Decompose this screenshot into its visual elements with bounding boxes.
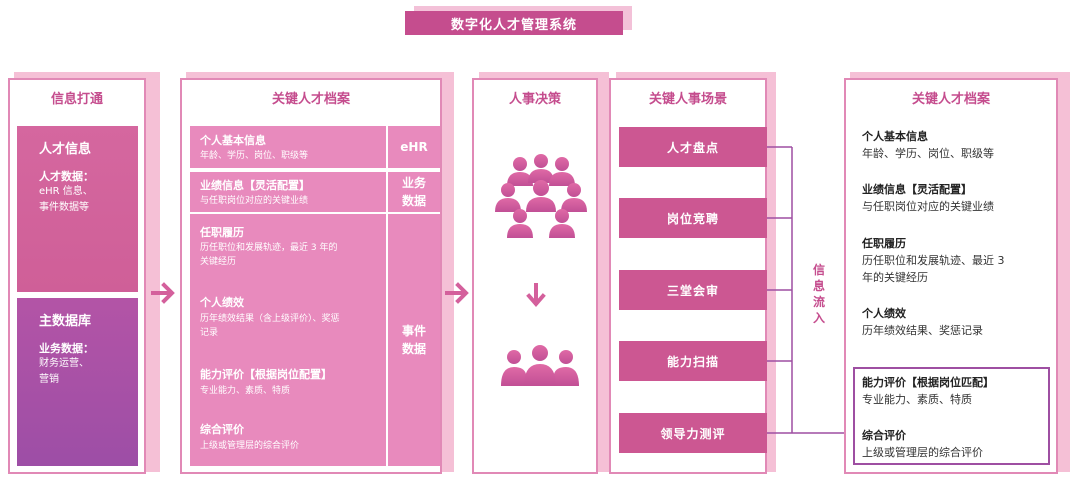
profile-item-title: 业绩信息【灵活配置】 bbox=[862, 183, 972, 196]
row-text: 与任职岗位对应的关键业绩 bbox=[200, 196, 309, 206]
profile-item-text: 与任职岗位对应的关键业绩 bbox=[862, 200, 994, 213]
profile-item-title: 综合评价 bbox=[862, 429, 906, 442]
business-data-text: 财务运营、 营销 bbox=[39, 356, 89, 388]
col1-header: 信息打通 bbox=[50, 91, 103, 107]
row-text: 年龄、学历、岗位、职级等 bbox=[200, 151, 309, 161]
col2-header: 关键人才档案 bbox=[271, 91, 350, 107]
profile-item-title: 任职履历 bbox=[862, 237, 906, 250]
talent-info-title: 人才信息 bbox=[39, 142, 92, 157]
arrow-down-icon bbox=[526, 283, 546, 308]
page-title: 数字化人才管理系统 bbox=[405, 11, 623, 35]
profile-item-text: 年龄、学历、岗位、职级等 bbox=[862, 147, 994, 160]
text-line: eHR 信息、 bbox=[39, 186, 93, 197]
row-title: 任职履历 bbox=[200, 226, 244, 239]
text-line: 历任职位和发展轨迹、最近 3 bbox=[862, 254, 1005, 267]
text-line: 事件数据等 bbox=[39, 202, 89, 213]
tag-business-data: 业务 数据 bbox=[388, 172, 440, 212]
text-line: 关键经历 bbox=[200, 257, 237, 267]
master-db-block: 主数据库 业务数据： 财务运营、 营销 bbox=[17, 298, 138, 466]
business-data-label: 业务数据： bbox=[39, 342, 94, 355]
scenario-ability-scan: 能力扫描 bbox=[619, 341, 767, 381]
tag-event-data: 事件 数据 bbox=[388, 214, 440, 466]
scenario-three-party-review: 三堂会审 bbox=[619, 270, 767, 310]
talent-info-block: 人才信息 人才数据： eHR 信息、 事件数据等 bbox=[17, 126, 138, 292]
profile-item-title: 能力评价【根据岗位匹配】 bbox=[862, 376, 994, 389]
profile-row-basic: 个人基本信息 年龄、学历、岗位、职级等 bbox=[190, 126, 386, 168]
row-title: 综合评价 bbox=[200, 423, 244, 436]
row-title: 个人基本信息 bbox=[200, 134, 266, 147]
scenario-talent-review: 人才盘点 bbox=[619, 127, 767, 167]
people-group-icon bbox=[495, 154, 587, 238]
profile-item-text: 历年绩效结果、奖惩记录 bbox=[862, 324, 983, 337]
profile-row-performance: 业绩信息【灵活配置】 与任职岗位对应的关键业绩 bbox=[190, 172, 386, 212]
col3-header: 人事决策 bbox=[508, 91, 561, 107]
text-line: 记录 bbox=[200, 328, 219, 338]
master-db-title: 主数据库 bbox=[39, 314, 92, 329]
text-line: 历年绩效结果（含上级评价）、奖惩 bbox=[200, 314, 340, 324]
talent-data-text: eHR 信息、 事件数据等 bbox=[39, 184, 93, 216]
talent-data-label: 人才数据： bbox=[39, 170, 94, 183]
arrow-right-icon bbox=[445, 282, 469, 304]
info-flow-connector bbox=[767, 146, 853, 434]
profile-item-title: 个人基本信息 bbox=[862, 130, 928, 143]
highlight-box bbox=[853, 367, 1050, 465]
scenario-leadership-assessment: 领导力测评 bbox=[619, 413, 767, 453]
scenario-job-competition: 岗位竞聘 bbox=[619, 198, 767, 238]
text-line: 年的关键经历 bbox=[862, 271, 928, 284]
profile-item-title: 个人绩效 bbox=[862, 307, 906, 320]
row-text: 专业能力、素质、特质 bbox=[200, 386, 291, 396]
tag-ehr: eHR bbox=[388, 126, 440, 168]
text-line: 营销 bbox=[39, 374, 59, 385]
profile-item-text: 上级或管理层的综合评价 bbox=[862, 446, 983, 459]
col4-header: 关键人事场景 bbox=[648, 91, 727, 107]
col5-header: 关键人才档案 bbox=[911, 91, 990, 107]
row-title: 能力评价【根据岗位配置】 bbox=[200, 368, 332, 381]
row-text: 历年绩效结果（含上级评价）、奖惩 记录 bbox=[200, 312, 384, 340]
profile-item-text: 专业能力、素质、特质 bbox=[862, 393, 972, 406]
profile-item-text: 历任职位和发展轨迹、最近 3 年的关键经历 bbox=[862, 252, 1052, 286]
col-hr-decision: 人事决策 bbox=[472, 78, 598, 474]
info-flow-label: 信 息 流 入 bbox=[812, 263, 825, 325]
row-title: 个人绩效 bbox=[200, 296, 244, 309]
col-key-talent-profile-output: 关键人才档案 bbox=[844, 78, 1058, 474]
row-text: 历任职位和发展轨迹，最近 3 年的 关键经历 bbox=[200, 241, 384, 269]
people-group-icon bbox=[501, 345, 579, 386]
profile-row-group-events: 任职履历 历任职位和发展轨迹，最近 3 年的 关键经历 个人绩效 历年绩效结果（… bbox=[190, 214, 386, 466]
text-line: 财务运营、 bbox=[39, 358, 89, 369]
text-line: 历任职位和发展轨迹，最近 3 年的 bbox=[200, 243, 338, 253]
row-text: 上级或管理层的综合评价 bbox=[200, 441, 300, 451]
arrow-right-icon bbox=[151, 282, 175, 304]
row-title: 业绩信息【灵活配置】 bbox=[200, 179, 310, 192]
